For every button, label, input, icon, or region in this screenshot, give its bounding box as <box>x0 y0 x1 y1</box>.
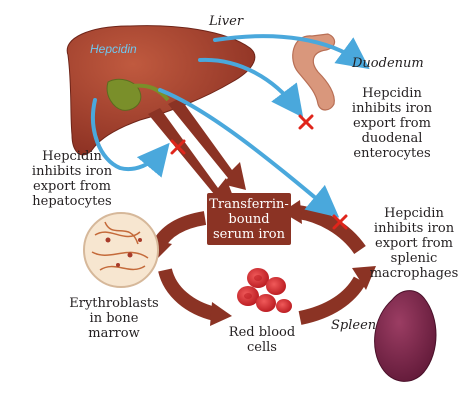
hepcidin-liver-label: Hepcidin <box>90 42 137 56</box>
duodenum-label: Duodenum <box>352 56 424 71</box>
liver-vessel <box>131 83 170 102</box>
red-blood-cells <box>237 268 292 313</box>
spleen-label: Spleen <box>331 318 377 333</box>
splenic-inhibit-label: Hepcidin inhibits iron export from splen… <box>369 206 459 281</box>
transferrin-box: Transferrin- bound serum iron <box>207 193 291 245</box>
red-blood-cells-label: Red blood cells <box>228 325 296 355</box>
bone-marrow-circle <box>83 212 159 288</box>
hepatocyte-inhibit-label: Hepcidin inhibits iron export from hepat… <box>31 149 113 209</box>
duodenal-inhibit-label: Hepcidin inhibits iron export from duode… <box>351 86 433 161</box>
spleen-shape <box>374 290 437 382</box>
erythroblasts-label: Erythroblasts in bone marrow <box>69 296 159 341</box>
hepcidin-arrows <box>90 34 370 218</box>
iron-arrow-liver <box>148 98 246 204</box>
liver-label: Liver <box>209 14 244 29</box>
inhibition-marks <box>170 114 348 230</box>
duodenum-shape <box>292 33 336 111</box>
